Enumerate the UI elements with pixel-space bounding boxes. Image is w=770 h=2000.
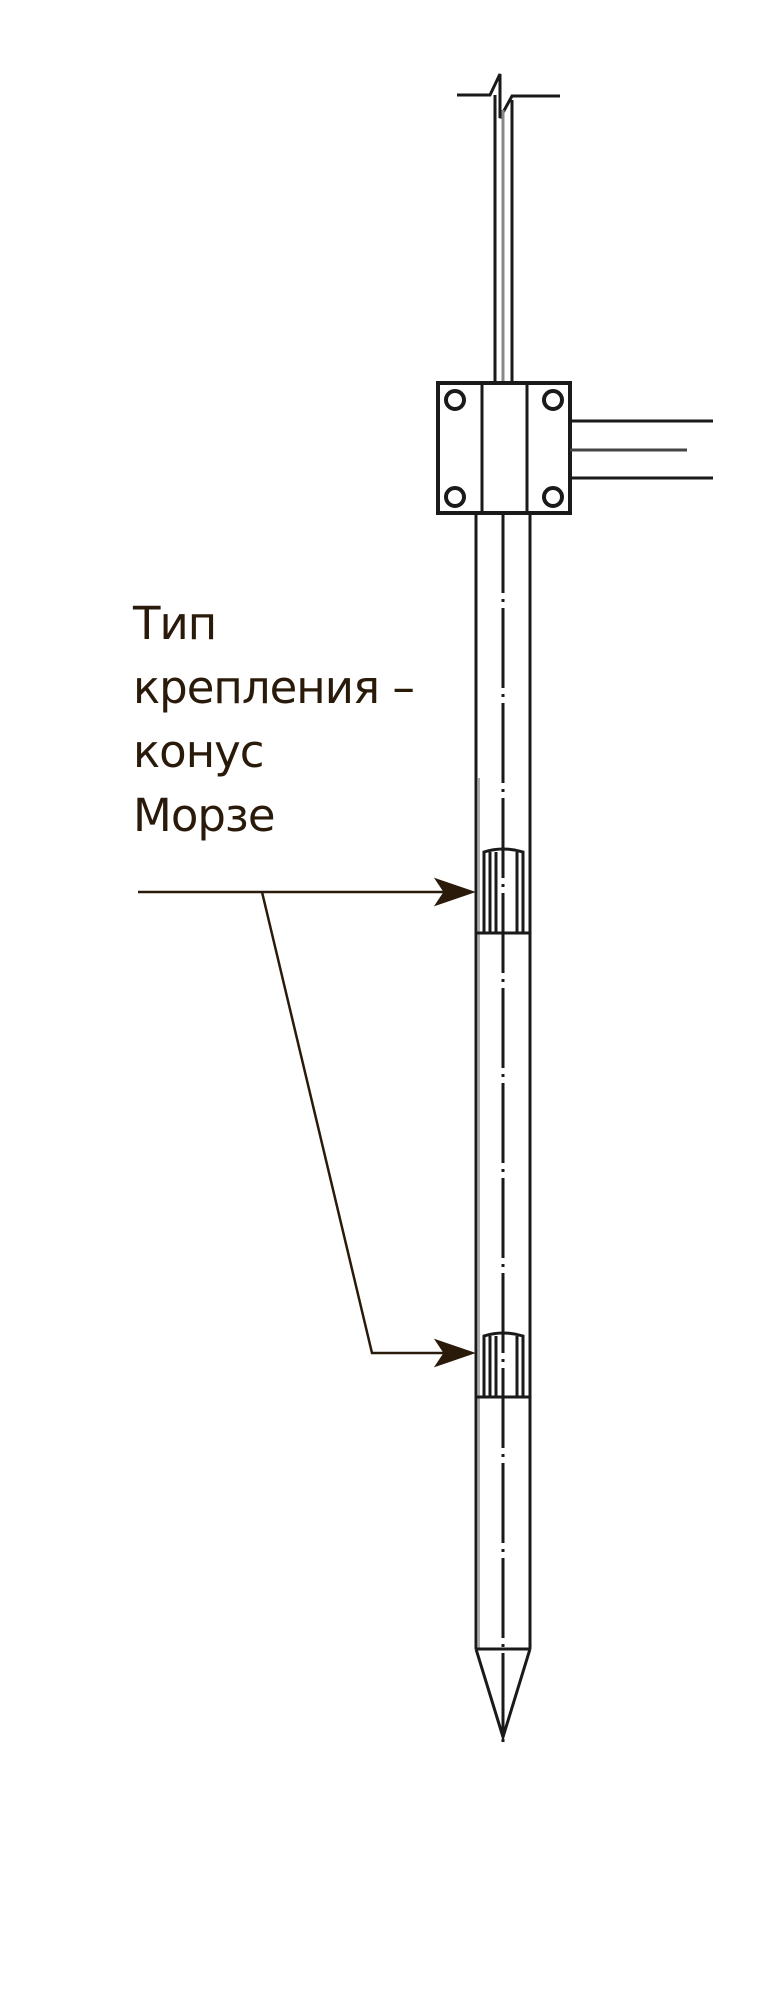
rod bbox=[474, 513, 532, 1744]
bolt-icon bbox=[542, 389, 564, 411]
leader-arrows bbox=[138, 877, 476, 1368]
morse-taper-connector bbox=[482, 1331, 525, 1397]
upper-rod bbox=[493, 95, 514, 383]
clamp-block bbox=[436, 381, 572, 515]
arrowhead-icon bbox=[433, 877, 476, 907]
rod-tip bbox=[474, 1648, 532, 1743]
bolt-icon bbox=[444, 486, 466, 508]
bolt-icon bbox=[542, 486, 564, 508]
callout-line: Тип bbox=[133, 597, 217, 650]
callout-line: конус bbox=[133, 725, 265, 778]
morse-taper-connector bbox=[482, 847, 525, 933]
break-line bbox=[457, 73, 560, 119]
arrowhead-icon bbox=[433, 1338, 476, 1368]
bolt-icon bbox=[444, 389, 466, 411]
callout-line: Морзе bbox=[133, 789, 276, 842]
callout-label: Тип крепления – конус Морзе bbox=[133, 592, 415, 848]
callout-line: крепления – bbox=[133, 661, 415, 714]
conductor-lines bbox=[570, 419, 713, 480]
